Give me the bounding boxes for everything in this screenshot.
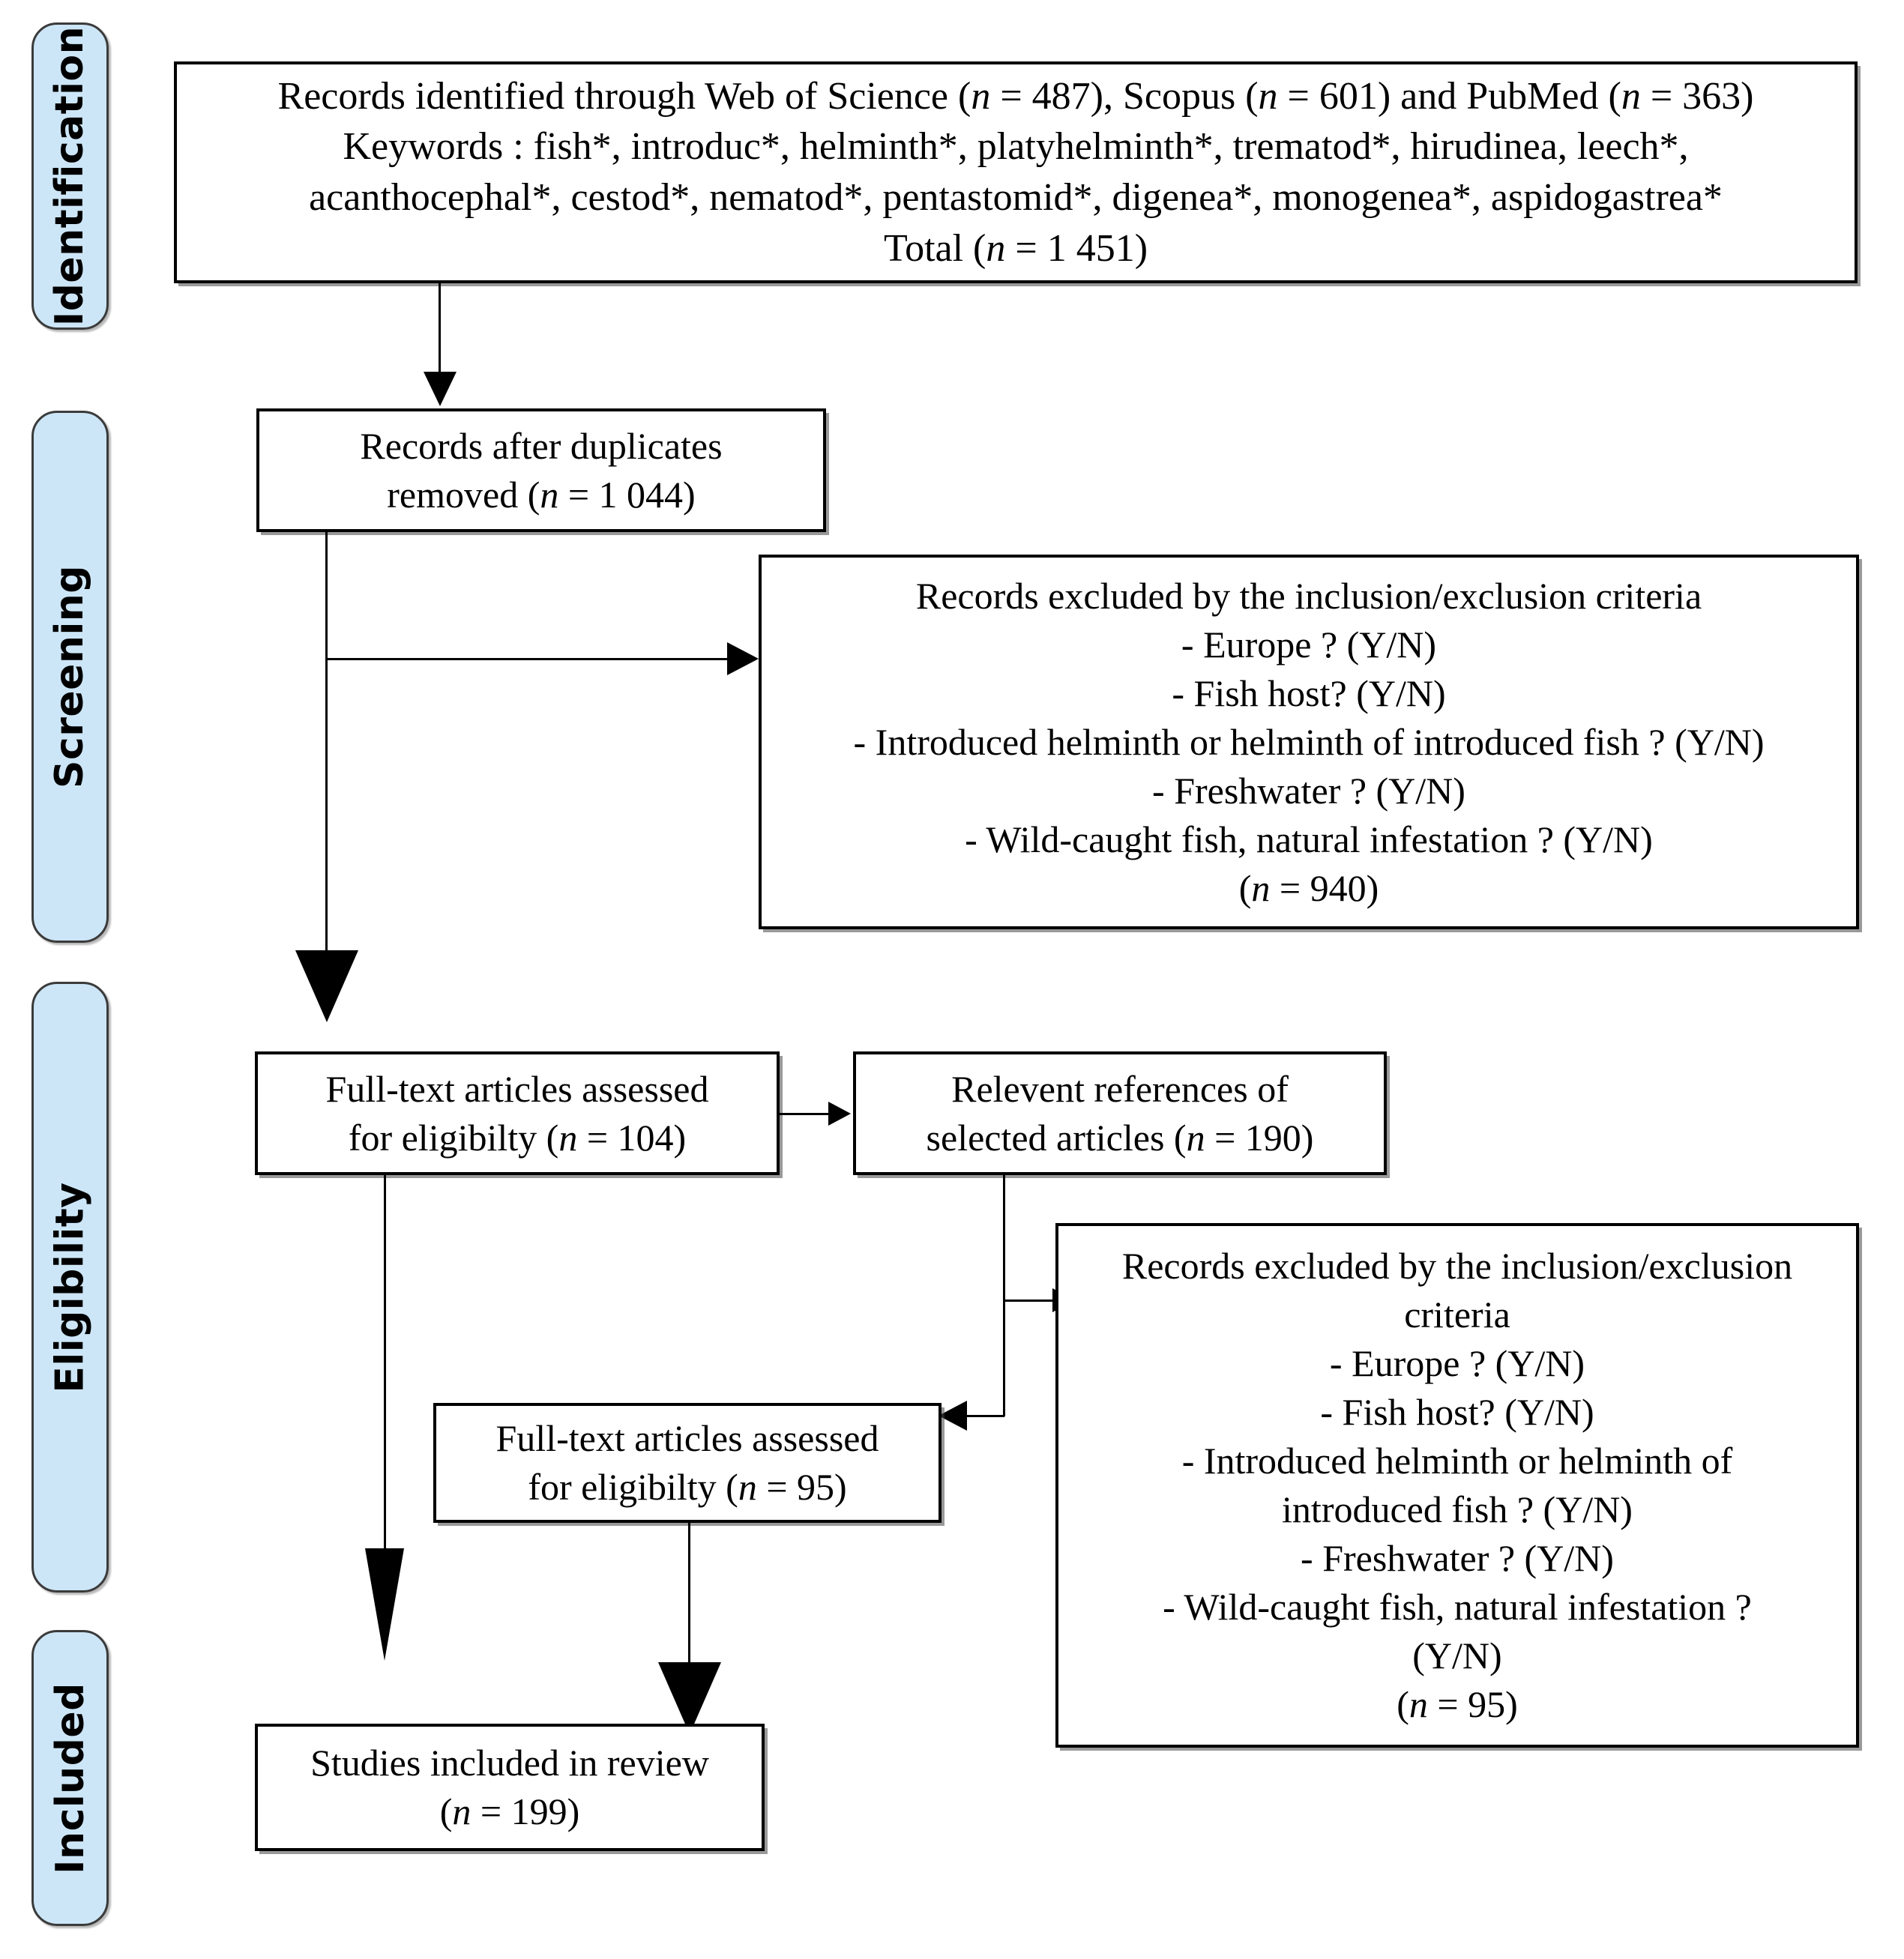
excluded-eligibility-line-5: - Introduced helminth or helminth of <box>1181 1440 1733 1482</box>
box-records-identified: Records identified through Web of Scienc… <box>174 61 1858 283</box>
records-identified-line-3: acanthocephal*, cestod*, nematod*, penta… <box>309 176 1723 219</box>
fulltext-104-line-2: for eligibilty (n = 104) <box>348 1116 687 1159</box>
connector-duplicates-to-excluded-screening <box>325 658 730 660</box>
box-duplicates-removed: Records after duplicates removed (n = 1 … <box>256 408 826 532</box>
stage-pill-identification: Identification <box>31 22 109 330</box>
records-identified-line-1: Records identified through Web of Scienc… <box>277 74 1754 118</box>
stage-label-screening: Screening <box>47 564 93 789</box>
excluded-eligibility-line-3: - Europe ? (Y/N) <box>1329 1342 1585 1384</box>
connector-duplicates-trunk <box>325 532 328 952</box>
arrowhead-identification-to-duplicates <box>424 372 457 406</box>
stage-pill-eligibility: Eligibility <box>31 982 109 1593</box>
box-duplicates-removed-text: Records after duplicates removed (n = 1 … <box>259 422 823 519</box>
excluded-screening-line-3: - Fish host? (Y/N) <box>1172 671 1446 714</box>
connector-relevant-trunk <box>1003 1175 1005 1416</box>
box-excluded-eligibility-text: Records excluded by the inclusion/exclus… <box>1058 1242 1856 1729</box>
connector-fulltext104-to-relevant <box>780 1113 831 1115</box>
relevant-references-line-1: Relevent references of <box>951 1067 1289 1110</box>
arrowhead-fulltext104-to-studies <box>365 1548 404 1661</box>
box-excluded-eligibility: Records excluded by the inclusion/exclus… <box>1055 1223 1859 1748</box>
excluded-screening-line-6: - Wild-caught fish, natural infestation … <box>965 818 1653 860</box>
box-relevant-references-text: Relevent references of selected articles… <box>856 1065 1384 1162</box>
box-studies-included-text: Studies included in review (n = 199) <box>258 1739 762 1836</box>
arrowhead-to-fulltext95 <box>939 1401 967 1431</box>
records-identified-line-4: Total (n = 1 451) <box>883 226 1148 270</box>
excluded-eligibility-line-4: - Fish host? (Y/N) <box>1320 1391 1594 1433</box>
connector-excluded-eligibility-to-fulltext95 <box>967 1415 1004 1417</box>
box-fulltext-95: Full-text articles assessed for eligibil… <box>433 1403 942 1523</box>
box-fulltext-95-text: Full-text articles assessed for eligibil… <box>436 1414 939 1512</box>
box-records-identified-text: Records identified through Web of Scienc… <box>177 71 1855 274</box>
connector-fulltext104-to-studies <box>384 1175 386 1550</box>
excluded-screening-line-4: - Introduced helminth or helminth of int… <box>853 720 1765 763</box>
excluded-eligibility-line-9: (Y/N) <box>1412 1634 1502 1676</box>
excluded-eligibility-line-2: criteria <box>1404 1294 1510 1335</box>
duplicates-removed-line-2: removed (n = 1 044) <box>387 473 696 516</box>
stage-label-included: Included <box>47 1682 93 1874</box>
box-fulltext-104: Full-text articles assessed for eligibil… <box>255 1051 780 1175</box>
excluded-screening-line-2: - Europe ? (Y/N) <box>1181 623 1437 665</box>
arrowhead-duplicates-to-fulltext104 <box>295 950 358 1022</box>
connector-identification-to-duplicates <box>439 283 441 373</box>
excluded-eligibility-line-7: - Freshwater ? (Y/N) <box>1301 1537 1614 1579</box>
stage-label-identification: Identification <box>47 25 93 327</box>
connector-fulltext95-to-studies <box>688 1523 690 1665</box>
box-excluded-screening: Records excluded by the inclusion/exclus… <box>759 555 1859 929</box>
excluded-eligibility-line-6: introduced fish ? (Y/N) <box>1282 1488 1633 1530</box>
arrowhead-duplicates-to-excluded-screening <box>727 642 759 675</box>
arrowhead-fulltext104-to-relevant <box>828 1102 851 1126</box>
box-excluded-screening-text: Records excluded by the inclusion/exclus… <box>762 572 1856 913</box>
fulltext-95-line-2: for eligibilty (n = 95) <box>528 1466 847 1508</box>
relevant-references-line-2: selected articles (n = 190) <box>926 1116 1314 1159</box>
excluded-screening-line-5: - Freshwater ? (Y/N) <box>1152 769 1465 812</box>
fulltext-95-line-1: Full-text articles assessed <box>495 1417 879 1459</box>
excluded-screening-line-7: (n = 940) <box>1238 866 1379 909</box>
arrowhead-fulltext95-to-studies <box>658 1662 721 1734</box>
excluded-eligibility-line-10: (n = 95) <box>1397 1683 1518 1725</box>
records-identified-line-2: Keywords : fish*, introduc*, helminth*, … <box>343 125 1689 169</box>
stage-pill-included: Included <box>31 1630 109 1926</box>
duplicates-removed-line-1: Records after duplicates <box>360 424 723 467</box>
studies-included-line-1: Studies included in review <box>310 1742 709 1784</box>
excluded-screening-line-1: Records excluded by the inclusion/exclus… <box>915 574 1702 617</box>
box-studies-included: Studies included in review (n = 199) <box>255 1724 765 1851</box>
stage-pill-screening: Screening <box>31 411 109 943</box>
studies-included-line-2: (n = 199) <box>439 1790 580 1832</box>
fulltext-104-line-1: Full-text articles assessed <box>325 1067 709 1110</box>
box-fulltext-104-text: Full-text articles assessed for eligibil… <box>258 1065 777 1162</box>
excluded-eligibility-line-8: - Wild-caught fish, natural infestation … <box>1163 1586 1752 1628</box>
stage-label-eligibility: Eligibility <box>47 1181 93 1393</box>
box-relevant-references: Relevent references of selected articles… <box>853 1051 1387 1175</box>
connector-relevant-to-excluded-eligibility <box>1003 1300 1055 1302</box>
excluded-eligibility-line-1: Records excluded by the inclusion/exclus… <box>1121 1245 1793 1287</box>
